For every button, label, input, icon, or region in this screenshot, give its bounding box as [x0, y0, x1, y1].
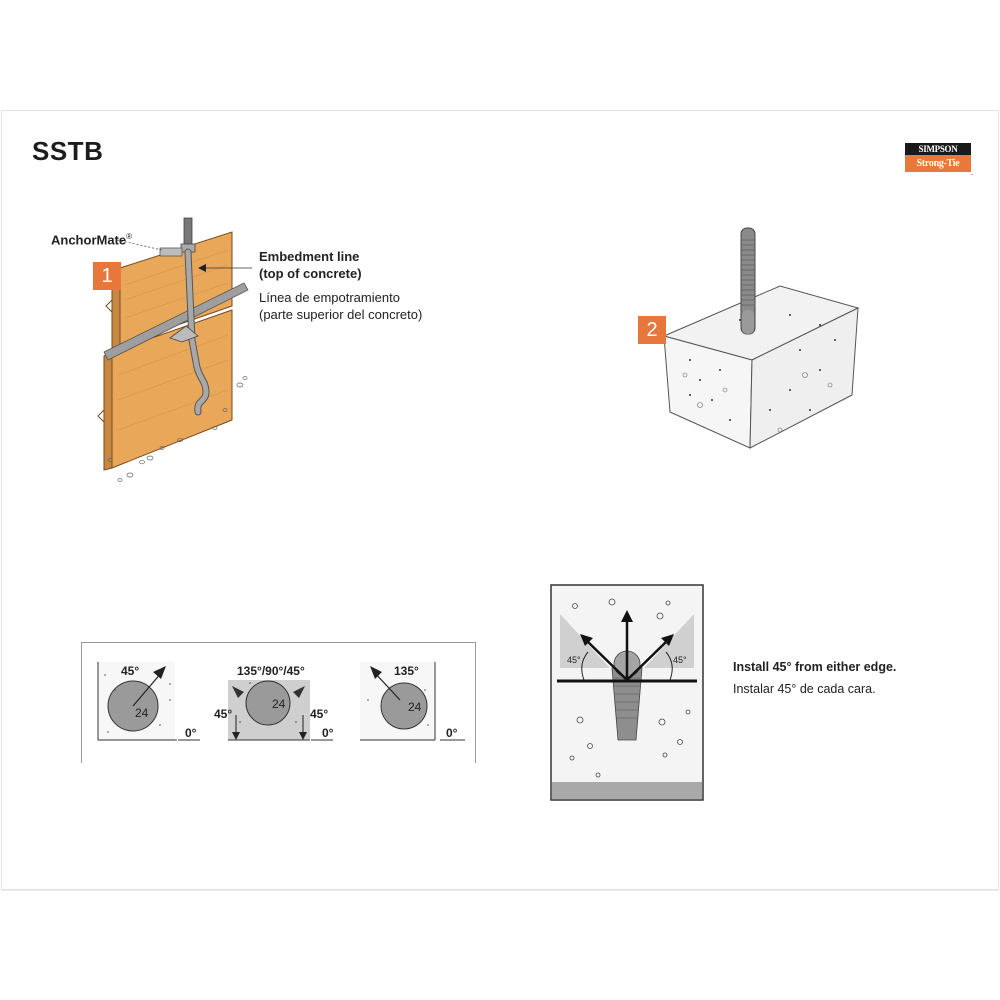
- step-1-badge: 1: [93, 262, 121, 290]
- edge-right-angle: 45°: [673, 655, 687, 665]
- registered-mark: ®: [126, 232, 133, 241]
- logo-dot: .: [970, 168, 973, 177]
- panel2-base-label: 0°: [322, 726, 334, 740]
- document-page: [1, 110, 999, 890]
- panel3-number: 24: [408, 700, 422, 714]
- embedment-label-es-2: (parte superior del concreto): [259, 307, 423, 322]
- embedment-label-en-2: (top of concrete): [259, 266, 362, 281]
- panel2-angle-label: 135°/90°/45°: [237, 664, 305, 678]
- panel2-number: 24: [272, 697, 286, 711]
- panel2-side-left: 45°: [214, 707, 233, 721]
- panel3-base-label: 0°: [446, 726, 458, 740]
- panel1-number: 24: [135, 706, 149, 720]
- embedment-label-es-1: Línea de empotramiento: [259, 290, 400, 305]
- embedment-label-en-1: Embedment line: [259, 249, 360, 264]
- panel1-base-label: 0°: [185, 726, 197, 740]
- panel1-angle-label: 45°: [121, 664, 140, 678]
- edge-left-angle: 45°: [567, 655, 581, 665]
- orientation-diagram-frame: [81, 642, 476, 763]
- panel2-side-right: 45°: [310, 707, 329, 721]
- logo-bottom-text: Strong-Tie: [905, 155, 971, 172]
- anchormate-text: AnchorMate: [51, 232, 127, 248]
- panel3-angle-label: 135°: [394, 664, 419, 678]
- page-title: SSTB: [32, 136, 104, 166]
- logo-top-text: SIMPSON: [905, 143, 971, 155]
- edge-caption-es: Instalar 45° de cada cara.: [733, 682, 876, 696]
- step-2-badge: 2: [638, 316, 666, 344]
- edge-caption-en: Install 45° from either edge.: [733, 660, 897, 674]
- simpson-strong-tie-logo: SIMPSON Strong-Tie .: [905, 143, 973, 177]
- anchormate-label: AnchorMate®: [51, 228, 132, 249]
